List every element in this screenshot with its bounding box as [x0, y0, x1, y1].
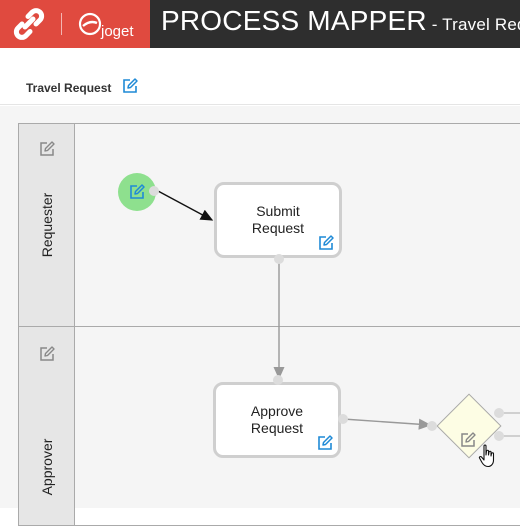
process-name: Travel Request	[26, 81, 112, 95]
submit-port-bottom[interactable]	[274, 254, 284, 264]
edit-start-icon[interactable]	[128, 183, 146, 201]
lane-label-requester: Requester	[39, 192, 55, 258]
gateway-port-right-2[interactable]	[494, 431, 504, 441]
process-toolbar: Travel Request	[0, 48, 520, 105]
swimlane-requester[interactable]: Requester	[18, 123, 520, 327]
edit-lane-icon[interactable]	[38, 140, 56, 158]
lane-header-approver[interactable]: Approver	[19, 327, 75, 525]
lane-label-approver: Approver	[39, 438, 55, 496]
approve-port-top[interactable]	[273, 375, 283, 385]
edit-gateway-icon[interactable]	[459, 431, 477, 449]
link-logo-icon	[13, 8, 45, 40]
app-title-main: PROCESS MAPPER	[161, 5, 427, 36]
logo-block[interactable]: joget	[0, 0, 150, 48]
activity-label: Submit Request	[251, 203, 305, 236]
edit-activity-icon[interactable]	[316, 434, 334, 452]
activity-approve-request[interactable]: Approve Request	[213, 382, 341, 458]
activity-label: Approve Request	[250, 403, 304, 436]
edit-activity-icon[interactable]	[317, 234, 335, 252]
edit-lane-icon[interactable]	[38, 345, 56, 363]
app-title: PROCESS MAPPER - Travel Req	[161, 5, 520, 37]
logo-divider	[61, 13, 62, 35]
brand-name: joget	[101, 23, 134, 40]
approve-port-right[interactable]	[338, 414, 348, 424]
joget-logo-icon	[78, 12, 102, 36]
activity-submit-request[interactable]: Submit Request	[214, 182, 342, 258]
gateway-port-left[interactable]	[427, 421, 437, 431]
start-port[interactable]	[149, 186, 159, 196]
app-header: joget PROCESS MAPPER - Travel Req	[0, 0, 520, 48]
hand-pointer-icon	[478, 444, 495, 468]
lane-header-requester[interactable]: Requester	[19, 124, 75, 326]
gateway-port-right-1[interactable]	[494, 408, 504, 418]
app-title-process: - Travel Req	[426, 15, 520, 34]
edit-process-icon[interactable]	[121, 77, 139, 95]
